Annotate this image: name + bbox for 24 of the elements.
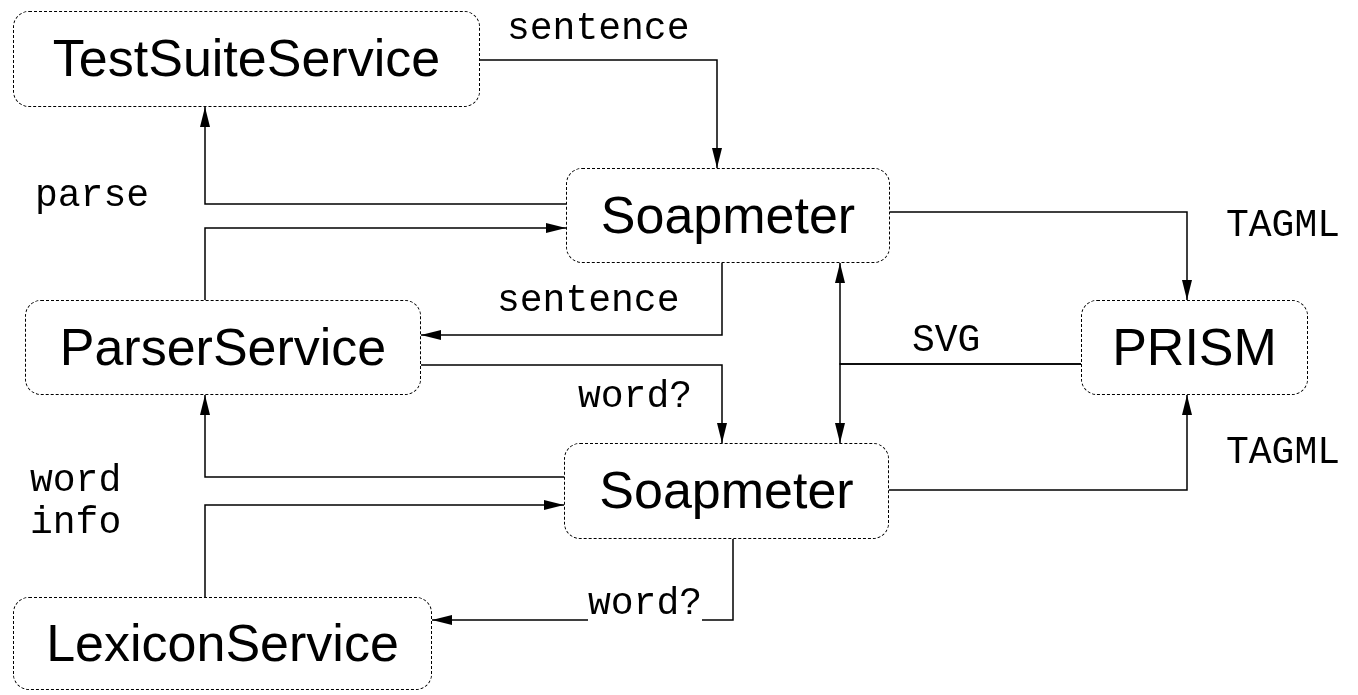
arrow bbox=[204, 223, 567, 301]
service-box bbox=[13, 11, 480, 107]
node-label: PRISM bbox=[1112, 318, 1277, 377]
arrow bbox=[200, 394, 565, 478]
arrow bbox=[204, 500, 565, 598]
arrow bbox=[889, 211, 1192, 301]
arrow bbox=[479, 59, 722, 169]
service-box bbox=[566, 168, 890, 263]
arrow bbox=[420, 364, 727, 444]
arrow bbox=[888, 394, 1192, 491]
arrow bbox=[420, 262, 723, 340]
arrow bbox=[200, 106, 567, 205]
node-label: Soapmeter bbox=[600, 186, 856, 245]
node-label: TestSuiteService bbox=[52, 30, 441, 88]
arrow bbox=[835, 363, 1082, 444]
annotation-text: word info bbox=[30, 460, 123, 544]
service-box bbox=[13, 597, 432, 690]
service-box bbox=[1081, 300, 1308, 395]
node-label: ParserService bbox=[59, 318, 387, 377]
node-label: Soapmeter bbox=[599, 462, 854, 520]
node-label: LexiconService bbox=[46, 614, 399, 673]
service-box bbox=[564, 443, 889, 539]
annotation-text: parse bbox=[35, 175, 150, 217]
service-box bbox=[25, 300, 421, 395]
